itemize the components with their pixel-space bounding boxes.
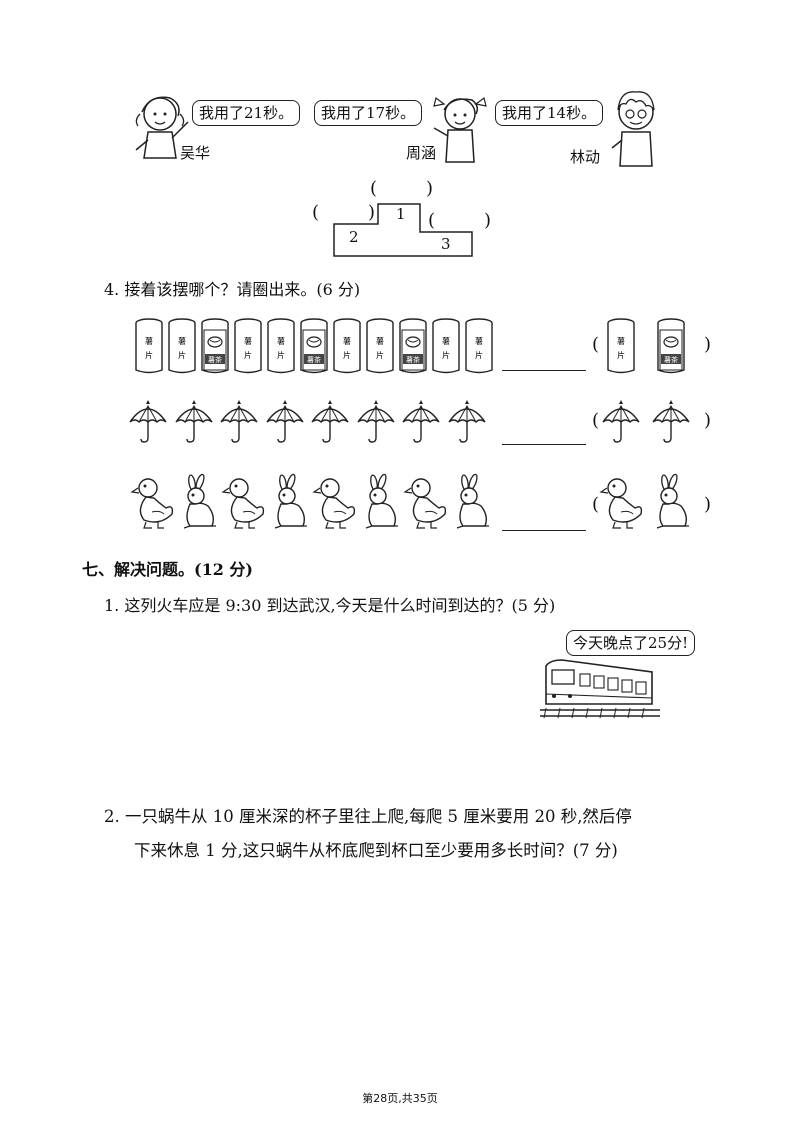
section-7-question-1: 1. 这列火车应是 9:30 到达武汉,今天是什么时间到达的？(5 分)	[104, 596, 556, 615]
podium-third-answer-close[interactable]: )	[484, 210, 492, 231]
speech-bubble-wuhua: 我用了21秒。	[192, 100, 301, 126]
svg-text:薯: 薯	[617, 336, 625, 346]
svg-text:薯茶: 薯茶	[208, 355, 222, 364]
podium-third-number: 3	[441, 235, 451, 253]
girl-zhouhan-figure	[433, 96, 487, 163]
svg-text:薯: 薯	[178, 336, 186, 346]
girl-wuhua-figure	[135, 96, 189, 159]
podium-second-number: 2	[349, 228, 359, 246]
svg-text:片: 片	[145, 350, 153, 360]
svg-text:片: 片	[277, 350, 285, 360]
answer-blank-row-1[interactable]	[502, 370, 586, 371]
question-4-text: 4. 接着该摆哪个？请圈出来。(6 分)	[104, 280, 361, 299]
svg-text:片: 片	[442, 350, 450, 360]
svg-text:薯茶: 薯茶	[307, 355, 321, 364]
question-2-line-2: 下来休息 1 分,这只蜗牛从杯底爬到杯口至少要用多长时间？(7 分)	[134, 841, 618, 860]
name-zhouhan: 周涵	[406, 144, 437, 162]
svg-text:薯: 薯	[343, 336, 351, 346]
name-lindong: 林动	[570, 148, 601, 166]
train-illustration	[540, 659, 660, 719]
svg-text:片: 片	[376, 350, 384, 360]
svg-text:薯: 薯	[475, 336, 483, 346]
options-row-3-close: )	[704, 494, 712, 515]
podium-second-answer-close[interactable]: )	[368, 202, 376, 223]
speech-bubble-zhouhan: 我用了17秒。	[314, 100, 423, 126]
options-row-2-open: (	[592, 410, 600, 431]
options-row-1-close: )	[704, 334, 712, 355]
svg-text:片: 片	[343, 350, 351, 360]
name-wuhua: 吴华	[180, 144, 211, 162]
podium-outline	[333, 203, 473, 257]
section-7-title: 七、解决问题。(12 分)	[82, 560, 253, 579]
podium-second-answer-open[interactable]: (	[312, 202, 320, 223]
options-row-2-close: )	[704, 410, 712, 431]
question-2-line-1: 2. 一只蜗牛从 10 厘米深的杯子里往上爬,每爬 5 厘米要用 20 秒,然后…	[104, 807, 632, 826]
svg-text:薯茶: 薯茶	[664, 355, 678, 364]
section-7-question-2: 2. 一只蜗牛从 10 厘米深的杯子里往上爬,每爬 5 厘米要用 20 秒,然后…	[104, 800, 744, 868]
boy-lindong-figure	[611, 91, 655, 167]
podium-first-number: 1	[396, 205, 406, 223]
svg-text:薯: 薯	[244, 336, 252, 346]
answer-blank-row-3[interactable]	[502, 530, 586, 531]
answer-blank-row-2[interactable]	[502, 444, 586, 445]
podium-first-answer-open[interactable]: (	[370, 178, 378, 199]
options-row-3-open: (	[592, 494, 600, 515]
svg-text:片: 片	[244, 350, 252, 360]
svg-text:片: 片	[178, 350, 186, 360]
svg-text:薯: 薯	[442, 336, 450, 346]
podium-first-answer-close[interactable]: )	[426, 178, 434, 199]
svg-text:薯: 薯	[277, 336, 285, 346]
svg-text:片: 片	[475, 350, 483, 360]
train-speech-bubble: 今天晚点了25分!	[566, 630, 696, 656]
svg-text:薯: 薯	[145, 336, 153, 346]
svg-text:薯: 薯	[376, 336, 384, 346]
options-row-1-open: (	[592, 334, 600, 355]
speech-bubble-lindong: 我用了14秒。	[495, 100, 604, 126]
page-footer: 第28页,共35页	[362, 1092, 438, 1105]
svg-text:片: 片	[617, 350, 625, 360]
svg-text:薯茶: 薯茶	[406, 355, 420, 364]
podium-third-answer-open[interactable]: (	[428, 210, 436, 231]
